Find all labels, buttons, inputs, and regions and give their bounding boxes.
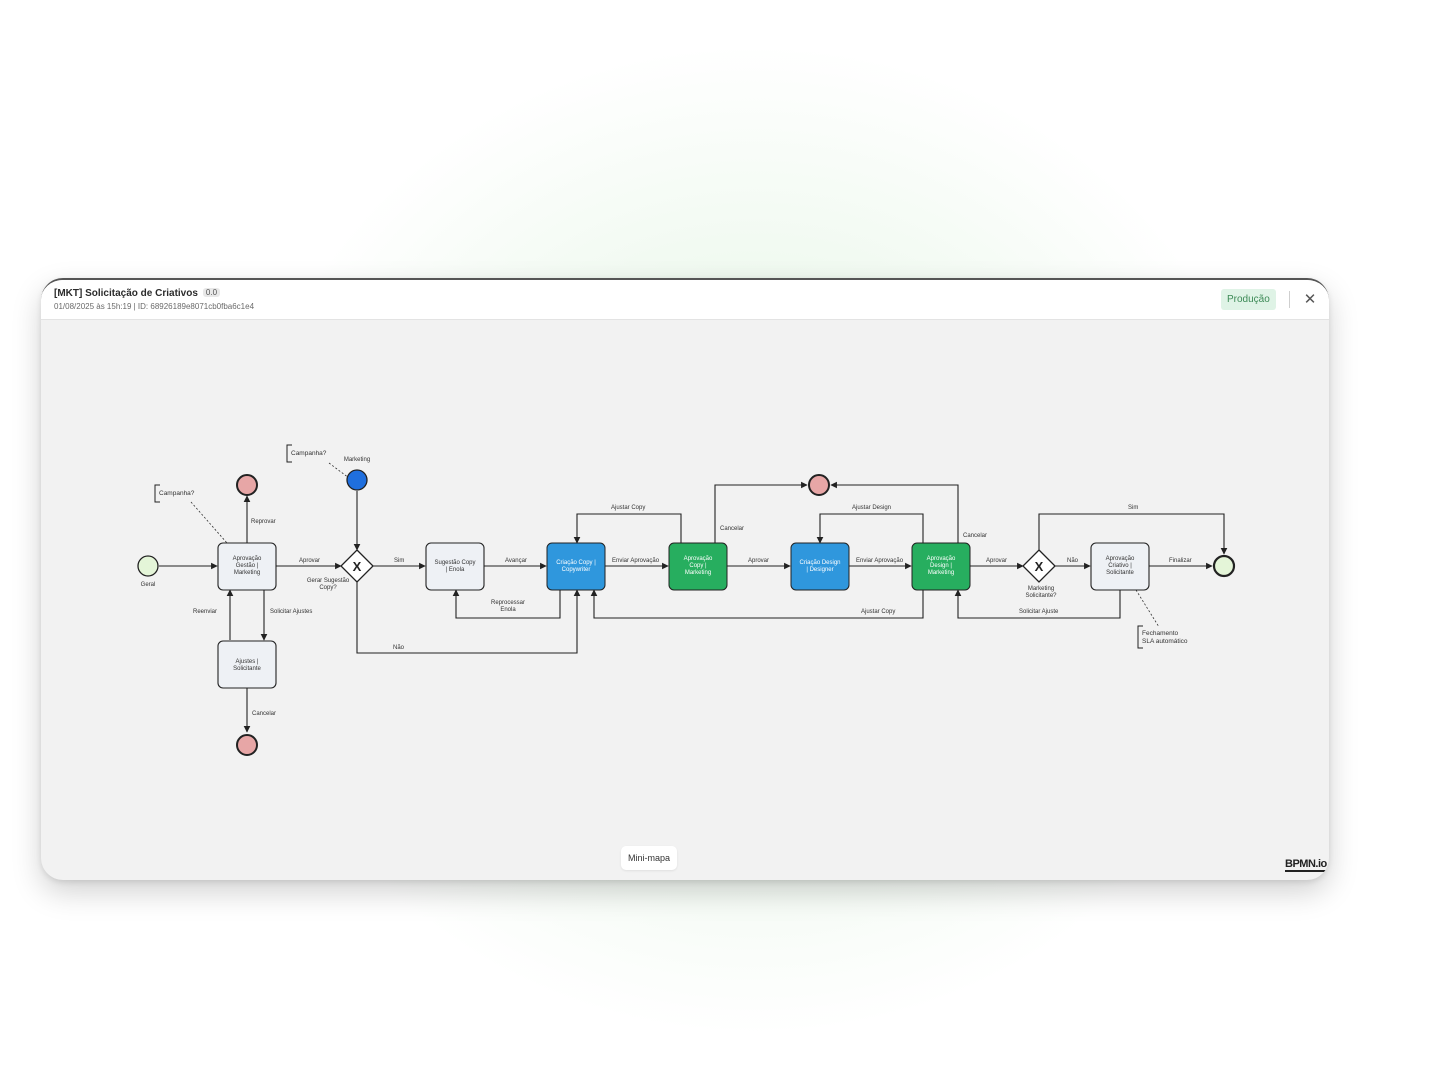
task-label-line: Solicitante — [233, 666, 261, 672]
end-event-reprovar[interactable] — [236, 474, 258, 496]
annotation-campanha-2: Campanha? — [291, 450, 327, 457]
annotation-campanha-1: Campanha? — [159, 490, 195, 497]
task-label-line: Marketing — [234, 570, 260, 576]
task-criacao-design-designer[interactable]: Criação Design | Designer — [790, 542, 850, 591]
task-label-line: Copy | — [689, 563, 707, 569]
task-label-line: | Designer — [806, 567, 833, 573]
flow-label-aprovar-design: Aprovar — [986, 558, 1007, 564]
task-label-line: Marketing — [928, 570, 954, 576]
task-label-line: Gestão | — [236, 563, 259, 569]
flow-label-nao: Não — [393, 645, 405, 651]
gateway-x-icon: X — [1035, 559, 1044, 574]
flow-label-enviar-aprovacao-1: Enviar Aprovação — [612, 558, 660, 564]
task-label-line: Design | — [930, 563, 952, 569]
end-event-cancelar-aprovacao[interactable] — [808, 474, 830, 496]
task-label-line: Ajustes | — [236, 659, 259, 665]
task-label-line: Criativo | — [1108, 563, 1132, 569]
bpmn-io-logo[interactable]: BPMN.io — [1285, 858, 1327, 872]
flow-label-solicitar-ajustes: Solicitar Ajustes — [270, 609, 312, 615]
annotation-brackets — [154, 444, 1143, 649]
task-label-line: | Enola — [446, 567, 465, 573]
task-label-line: Copywriter — [562, 567, 591, 573]
environment-badge: Produção — [1221, 289, 1276, 310]
flow-label-ajustar-copy-top: Ajustar Copy — [611, 505, 645, 511]
flow-label-enviar-aprovacao-2: Enviar Aprovação — [856, 558, 904, 564]
exclusive-gateway-2[interactable]: X — [1022, 549, 1056, 583]
flow-label-ajustar-copy-bottom: Ajustar Copy — [861, 609, 895, 615]
annotation-fechamento-line2: SLA automático — [1142, 638, 1188, 645]
end-event-finalizar[interactable] — [1212, 554, 1236, 578]
task-label-line: Criação Design — [799, 560, 840, 566]
bpmn-canvas[interactable]: Campanha? Campanha? Fechamento SLA autom… — [41, 280, 1329, 880]
close-icon[interactable]: ✕ — [1303, 290, 1317, 308]
process-title: [MKT] Solicitação de Criativos 0.0 — [54, 288, 221, 299]
flow-label-reprocessar-2: Enola — [500, 607, 516, 613]
task-label-line: Solicitante — [1106, 570, 1134, 576]
start-event-label: Geral — [141, 582, 156, 588]
process-viewer-modal: Campanha? Campanha? Fechamento SLA autom… — [41, 278, 1329, 880]
flow-label-reprocessar-1: Reprocessar — [491, 600, 525, 606]
end-event-cancelar[interactable] — [236, 734, 258, 756]
task-label-line: Aprovação — [1106, 556, 1135, 562]
task-aprovacao-copy-marketing[interactable]: Aprovação Copy | Marketing — [668, 542, 728, 591]
sequence-flows — [159, 481, 1228, 733]
exclusive-gateway-1[interactable]: X — [340, 549, 374, 583]
flow-label-reenviar: Reenviar — [193, 609, 217, 615]
task-aprovacao-design-marketing[interactable]: Aprovação Design | Marketing — [911, 542, 971, 591]
process-title-text: [MKT] Solicitação de Criativos — [54, 288, 198, 299]
flow-label-cancelar-copy: Cancelar — [720, 526, 744, 532]
task-label-line: Marketing — [685, 570, 711, 576]
annotation-fechamento-line1: Fechamento — [1142, 630, 1179, 637]
header-divider — [1289, 291, 1290, 308]
message-event-label: Marketing — [344, 457, 370, 463]
flow-label-reprovar: Reprovar — [251, 519, 276, 525]
start-event[interactable] — [137, 555, 159, 577]
gateway-x-icon: X — [353, 559, 362, 574]
flow-label-aprovar: Aprovar — [299, 558, 320, 564]
process-subtitle: 01/08/2025 às 15h:19 | ID: 68926189e8071… — [54, 302, 255, 311]
task-label-line: Sugestão Copy — [434, 560, 475, 566]
task-aprovacao-gestao-marketing[interactable]: Aprovação Gestão | Marketing — [217, 542, 277, 591]
gateway1-label-line2: Copy? — [319, 585, 337, 591]
task-label-line: Criação Copy | — [556, 560, 596, 566]
flow-labels: Aprovar Reprovar Solicitar Ajustes Reenv… — [193, 505, 1192, 717]
message-start-event[interactable] — [346, 469, 368, 491]
task-aprovacao-criativo-solicitante[interactable]: Aprovação Criativo | Solicitante — [1090, 542, 1150, 591]
task-label-line: Aprovação — [684, 556, 713, 562]
gateway1-label-line1: Gerar Sugestão — [307, 578, 350, 584]
flow-label-aprovar-copy: Aprovar — [748, 558, 769, 564]
flow-label-avancar: Avançar — [505, 558, 527, 564]
version-badge: 0.0 — [202, 288, 221, 297]
flow-label-sim: Sim — [394, 558, 404, 564]
task-sugestao-copy-enola[interactable]: Sugestão Copy | Enola — [425, 542, 485, 591]
flow-label-cancelar-ajustes: Cancelar — [252, 711, 276, 717]
gateway2-label-line1: Marketing — [1028, 586, 1054, 592]
modal-header: [MKT] Solicitação de Criativos 0.0 01/08/… — [41, 280, 1329, 320]
flow-label-nao-2: Não — [1067, 558, 1079, 564]
flow-label-cancelar-design: Cancelar — [963, 533, 987, 539]
minimap-toggle-button[interactable]: Mini-mapa — [621, 846, 678, 870]
flow-label-ajustar-design: Ajustar Design — [852, 505, 891, 511]
task-ajustes-solicitante[interactable]: Ajustes | Solicitante — [217, 640, 277, 689]
gateway2-label-line2: Solicitante? — [1025, 593, 1057, 599]
flow-label-solicitar-ajuste: Solicitar Ajuste — [1019, 609, 1059, 615]
flow-label-sim-2: Sim — [1128, 505, 1138, 511]
flow-label-finalizar: Finalizar — [1169, 558, 1192, 564]
task-label-line: Aprovação — [233, 556, 262, 562]
task-criacao-copy-copywriter[interactable]: Criação Copy | Copywriter — [546, 542, 606, 591]
associations — [190, 462, 1160, 628]
task-label-line: Aprovação — [927, 556, 956, 562]
